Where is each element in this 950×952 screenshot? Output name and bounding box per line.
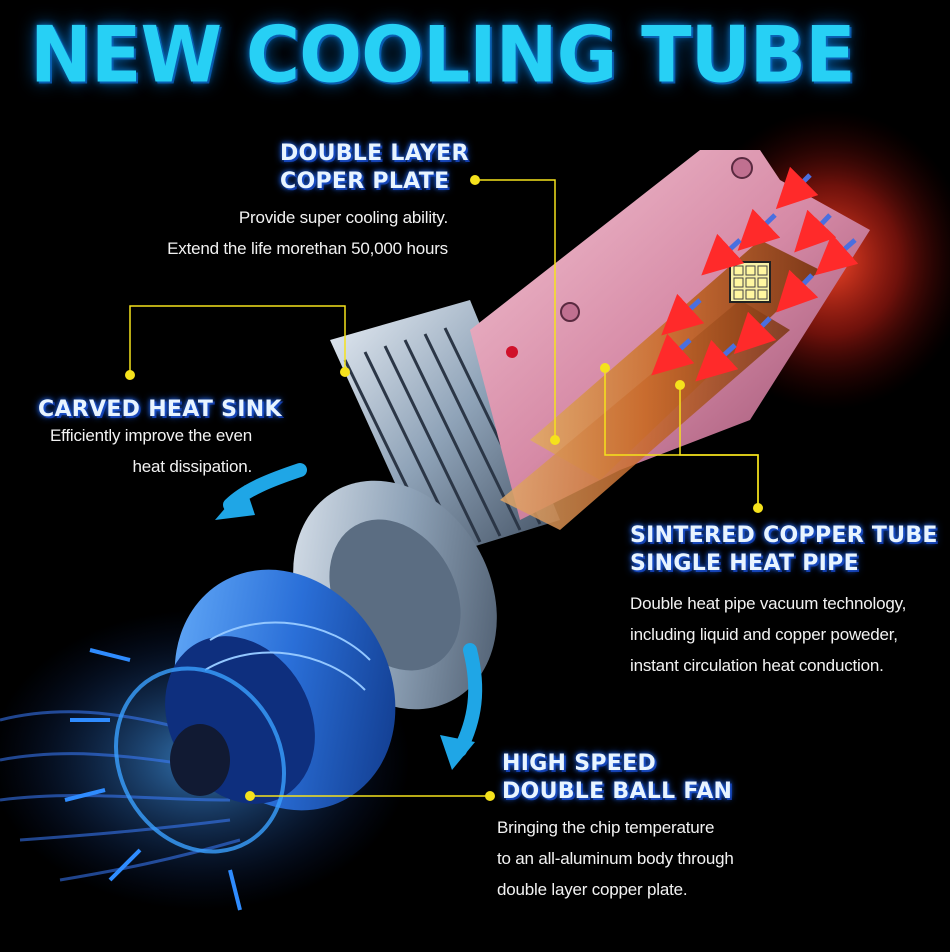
- led-chip: [729, 261, 771, 303]
- copper-tube-title-line-2: SINGLE HEAT PIPE: [630, 550, 859, 576]
- red-indicator: [506, 346, 518, 358]
- screw: [731, 157, 753, 179]
- copper-tube-title: SINTERED COPPER TUBE SINGLE HEAT PIPE: [630, 522, 938, 577]
- cooling-arrowheads: [215, 485, 475, 770]
- fan: [113, 666, 287, 854]
- screw: [560, 302, 580, 322]
- leader-lines: [129, 179, 759, 797]
- headline: NEW COOLING TUBE: [30, 9, 856, 101]
- copper-tube-description: Double heat pipe vacuum technology, incl…: [630, 588, 906, 681]
- fan-description-line-1: Bringing the chip temperature: [497, 818, 715, 837]
- copper-tube-description-line-3: instant circulation heat conduction.: [630, 656, 884, 675]
- fan-title-line-2: DOUBLE BALL FAN: [502, 778, 733, 804]
- copper-plate-title-line-1: DOUBLE LAYER: [280, 141, 469, 166]
- heat-sink-description: Efficiently improve the even heat dissip…: [50, 420, 252, 482]
- heat-sink-title: CARVED HEAT SINK: [38, 396, 282, 424]
- heat-arrows: [651, 166, 859, 382]
- copper-plate-description-line-2: Extend the life morethan 50,000 hours: [167, 239, 448, 258]
- fan-description: Bringing the chip temperature to an all-…: [497, 812, 734, 905]
- leader-dots: [125, 175, 763, 801]
- fan-title: HIGH SPEED DOUBLE BALL FAN: [502, 750, 732, 805]
- copper-plate-title: DOUBLE LAYER COPER PLATE: [280, 140, 469, 195]
- fan-description-line-2: to an all-aluminum body through: [497, 849, 734, 868]
- copper-tube-description-line-1: Double heat pipe vacuum technology,: [630, 594, 907, 613]
- copper-tube-description-line-2: including liquid and copper poweder,: [630, 625, 898, 644]
- fan-housing: [165, 569, 396, 811]
- fan-title-line-1: HIGH SPEED: [502, 751, 657, 776]
- air-arrows: [64, 648, 242, 911]
- heat-sink-description-line-2: heat dissipation.: [132, 457, 253, 476]
- fan-description-line-3: double layer copper plate.: [497, 880, 688, 899]
- copper-plate-description: Provide super cooling ability. Extend th…: [167, 202, 448, 264]
- heat-sink-title-line-1: CARVED HEAT SINK: [38, 397, 282, 422]
- copper-tube-title-line-1: SINTERED COPPER TUBE: [630, 523, 938, 548]
- copper-plate-description-line-1: Provide super cooling ability.: [238, 208, 448, 227]
- copper-plate-title-line-2: COPER PLATE: [280, 168, 450, 194]
- heat-sink-description-line-1: Efficiently improve the even: [50, 426, 252, 445]
